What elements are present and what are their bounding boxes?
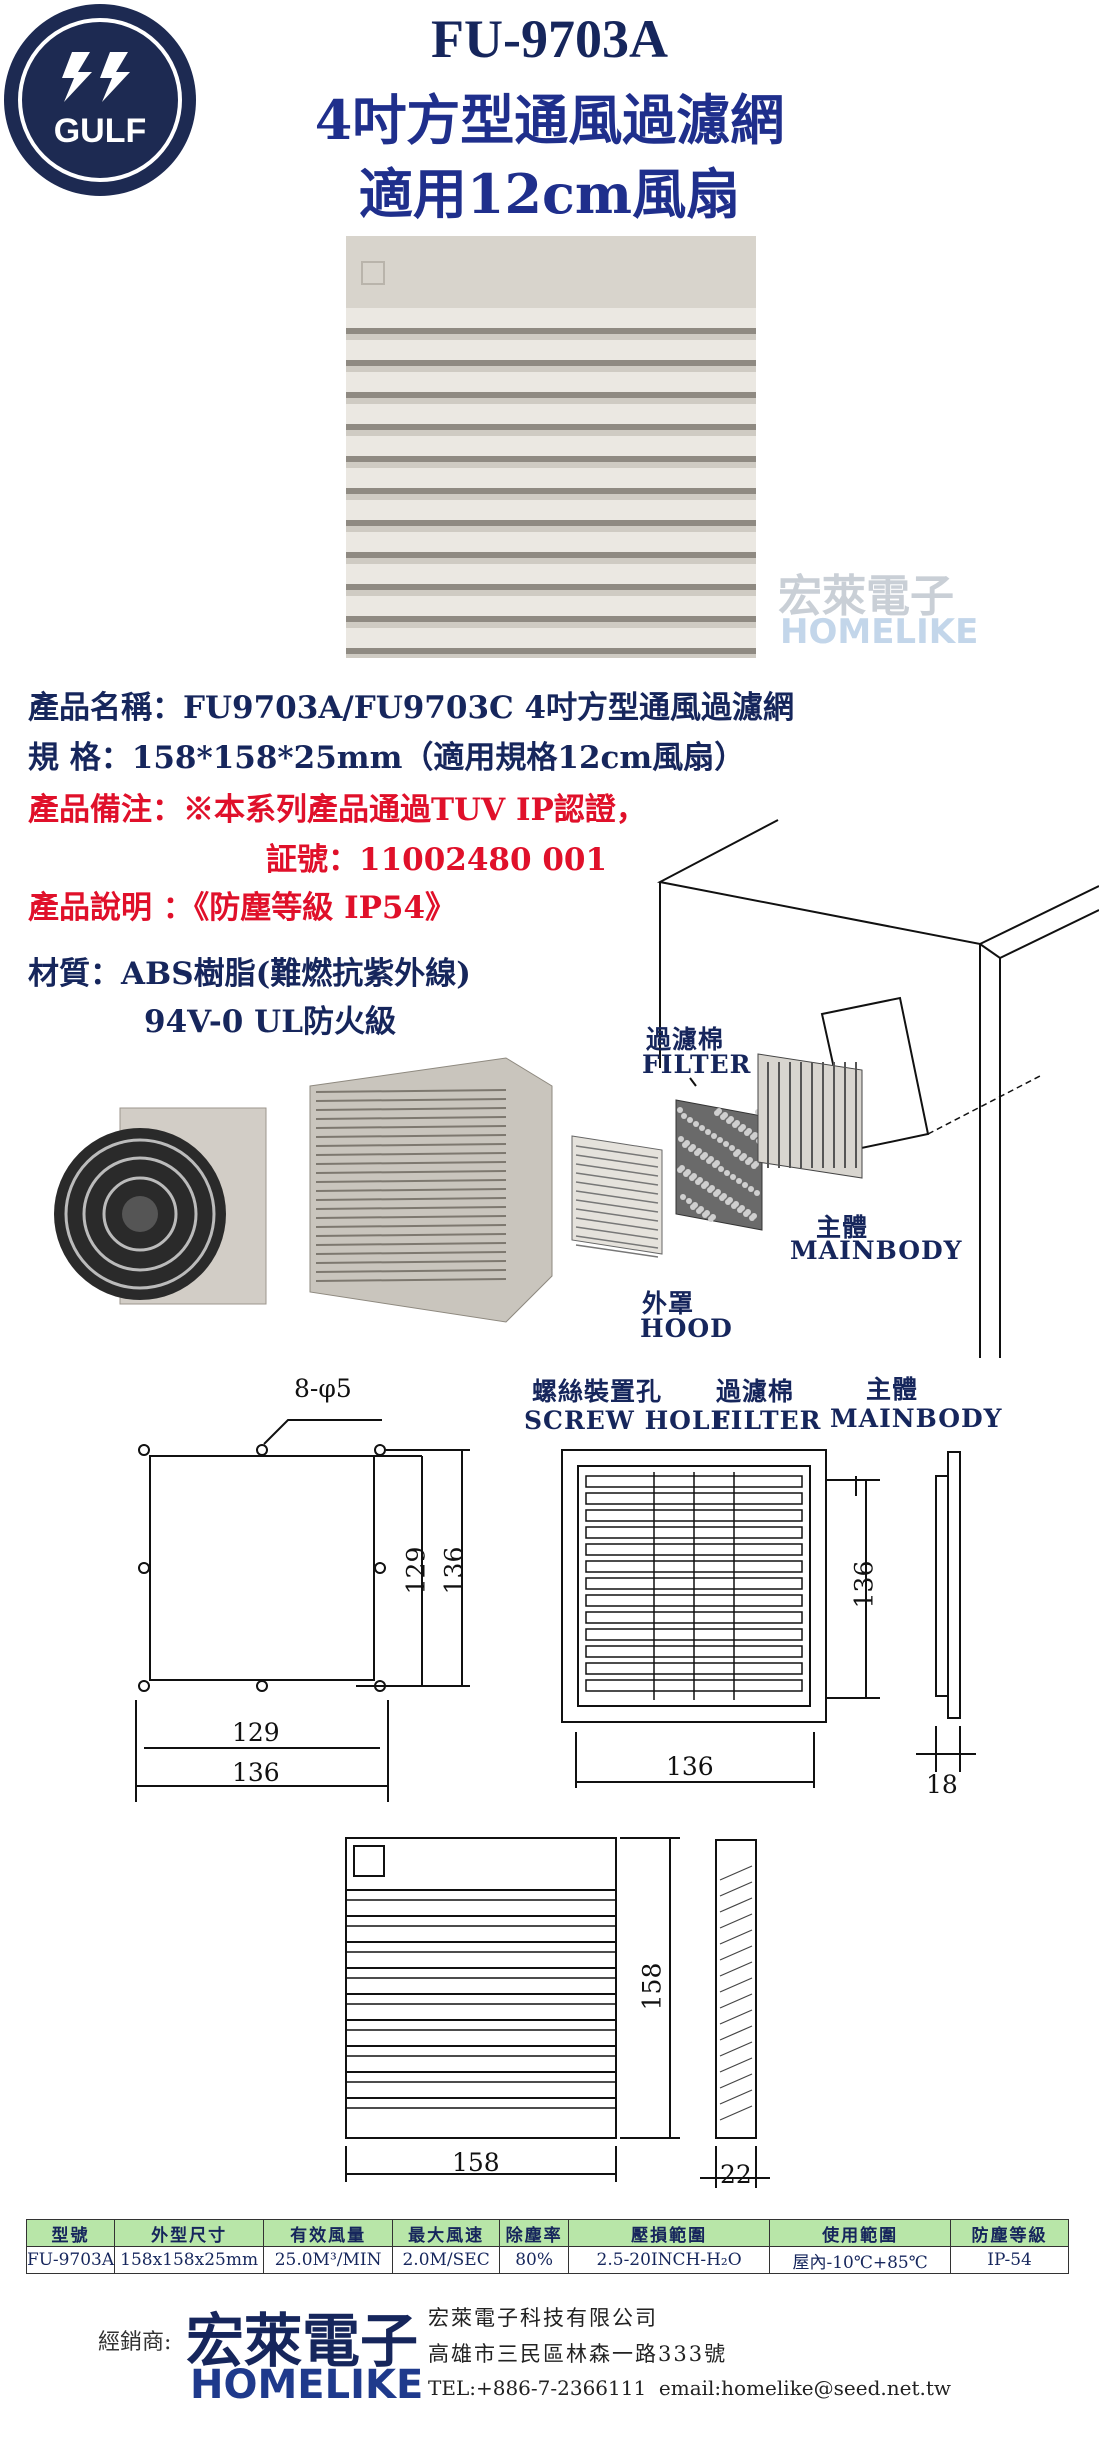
- front-view-drawing: [330, 1826, 800, 2206]
- spec-material-label: 材質：: [28, 956, 121, 992]
- td-speed: 2.0M/SEC: [392, 2246, 501, 2274]
- td-pressure: 2.5-20INCH-H₂O: [568, 2246, 771, 2274]
- td-size: 158x158x25mm: [114, 2246, 265, 2274]
- td-model: FU-9703A: [25, 2246, 116, 2274]
- footer-brand-en: HOMELIKE: [190, 2362, 424, 2408]
- th-airflow: 有效風量: [263, 2219, 394, 2247]
- td-dust: 80%: [499, 2246, 570, 2274]
- spec-name: 產品名稱：FU9703A/FU9703C 4吋方型通風過濾網: [28, 682, 794, 727]
- spec-table: 型號 外型尺寸 有效風量 最大風速 除塵率 壓損範圍 使用範圍 防塵等級 FU-…: [25, 2219, 1069, 2274]
- model-title: FU-9703A: [431, 9, 668, 69]
- d3-dim-22: 22: [720, 2160, 752, 2189]
- spec-desc-label: 產品說明 ：: [28, 890, 194, 926]
- grille-photo: [306, 1056, 556, 1324]
- d2-dim-136-v: 136: [849, 1560, 879, 1609]
- footer-contact: TEL:+886-7-2366111 email:homelike@seed.n…: [428, 2376, 952, 2400]
- filter-assembly-drawing: [556, 1436, 976, 1806]
- footer-address: 高雄市三民區林森一路333號: [428, 2342, 728, 2366]
- spec-name-label: 產品名稱：: [28, 690, 183, 726]
- spec-note-label: 產品備注：: [28, 792, 183, 828]
- spec-desc: 產品說明 ：《防塵等級 IP54》: [28, 882, 456, 927]
- footer-brand-cn: 宏萊電子: [186, 2307, 419, 2375]
- dim-136-h: 136: [232, 1758, 280, 1787]
- spec-material: 材質：ABS樹脂(難燃抗紫外線): [28, 948, 471, 993]
- th-size: 外型尺寸: [114, 2219, 265, 2247]
- gulf-logo-text: GULF: [53, 112, 147, 150]
- cutout-drawing: [120, 1370, 500, 1810]
- th-speed: 最大風速: [392, 2219, 501, 2247]
- dim-holes: 8-φ5: [294, 1374, 352, 1403]
- filter-label-en: FILTER: [642, 1050, 752, 1079]
- screw-label-en: SCREW HOLE: [524, 1406, 731, 1435]
- spec-note: 產品備注：※本系列產品通過TUV IP認證，: [28, 784, 647, 829]
- product-title: 4吋方型通風過濾網: [314, 88, 785, 152]
- td-range: 屋內-10℃+85℃: [769, 2246, 952, 2274]
- hood-part: [566, 1132, 676, 1258]
- d3-dim-158-v: 158: [637, 1962, 667, 2011]
- product-subtitle: 適用12cm風扇: [358, 162, 741, 226]
- spec-cert: 証號：11002480 001: [266, 842, 608, 878]
- mainbody-label-cn: 主體: [816, 1213, 869, 1242]
- spec-table-header-row: 型號 外型尺寸 有效風量 最大風速 除塵率 壓損範圍 使用範圍 防塵等級: [25, 2219, 1069, 2247]
- dealer-label: 經銷商:: [98, 2330, 172, 2355]
- spec-note-value: ※本系列產品通過TUV IP認證，: [183, 792, 647, 828]
- spec-size-value: 158*158*25mm（適用規格12cm風扇）: [131, 740, 746, 776]
- d3-dim-158-h: 158: [452, 2148, 500, 2177]
- dim-129-h: 129: [232, 1718, 280, 1747]
- spec-material-value: ABS樹脂(難燃抗紫外線): [121, 956, 471, 992]
- d2-dim-136-h: 136: [666, 1752, 714, 1781]
- th-pressure: 壓損範圍: [568, 2219, 771, 2247]
- d2-main-label-en: MAINBODY: [830, 1404, 1003, 1433]
- th-ip: 防塵等級: [950, 2219, 1069, 2247]
- d2-filter-label-en: FILTER: [712, 1406, 822, 1435]
- table-row: FU-9703A 158x158x25mm 25.0M³/MIN 2.0M/SE…: [25, 2246, 1069, 2274]
- spec-material-rating: 94V-0 UL防火級: [144, 1004, 396, 1040]
- d2-main-label-cn: 主體: [866, 1375, 919, 1404]
- fan-photo: [50, 1104, 270, 1314]
- mainbody-part: [754, 1052, 866, 1180]
- footer-company: 宏萊電子科技有限公司: [428, 2306, 658, 2330]
- spec-size: 規 格：158*158*25mm（適用規格12cm風扇）: [28, 732, 745, 777]
- td-ip: IP-54: [950, 2246, 1069, 2274]
- watermark-en: HOMELIKE: [780, 612, 979, 652]
- hood-label-cn: 外罩: [642, 1289, 695, 1318]
- spec-desc-value: 《防塵等級 IP54》: [193, 890, 457, 926]
- th-dust: 除塵率: [499, 2219, 570, 2247]
- product-photo-front: [346, 236, 756, 658]
- spec-size-label: 規 格：: [28, 740, 132, 776]
- watermark-cn: 宏萊電子: [778, 571, 954, 622]
- filter-part: [672, 1098, 766, 1232]
- th-range: 使用範圍: [769, 2219, 952, 2247]
- gulf-logo: GULF: [2, 2, 198, 198]
- dim-136-v: 136: [439, 1546, 469, 1595]
- mainbody-label-en: MAINBODY: [790, 1236, 963, 1265]
- screw-label-cn: 螺絲裝置孔: [532, 1377, 663, 1406]
- dim-129-v: 129: [401, 1546, 431, 1595]
- filter-label-cn: 過濾棉: [646, 1025, 725, 1054]
- d2-dim-18: 18: [926, 1770, 958, 1799]
- d2-filter-label-cn: 過濾棉: [716, 1377, 795, 1406]
- td-airflow: 25.0M³/MIN: [263, 2246, 394, 2274]
- hood-label-en: HOOD: [640, 1314, 733, 1343]
- spec-name-value: FU9703A/FU9703C 4吋方型通風過濾網: [183, 690, 795, 726]
- th-model: 型號: [25, 2219, 116, 2247]
